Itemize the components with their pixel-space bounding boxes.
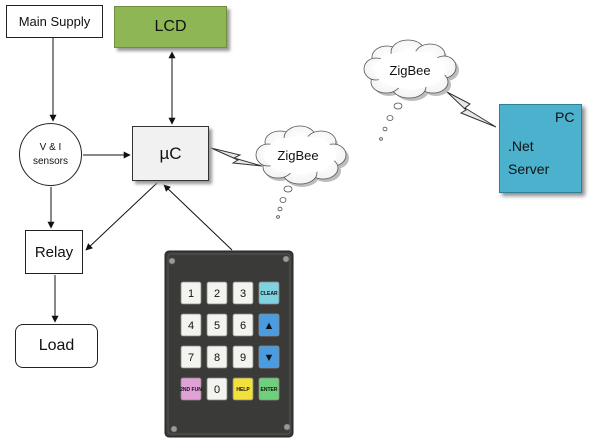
main-supply-block: Main Supply [6,5,103,38]
key-5-label: 5 [214,320,220,332]
key-1-label: 1 [188,288,194,300]
key-2[interactable]: 2 [206,281,228,305]
pc-label: PC [555,109,575,125]
lightning-bolt-icon [446,91,497,128]
key-down-label: ▼ [264,352,275,364]
keypad: 1 2 3 CLEAR 4 5 6 ▲ 7 8 9 ▼ 2ND FUN 0 HELP ENTER [164,250,294,438]
key-0-label: 0 [214,384,220,396]
key-2-label: 2 [214,288,220,300]
key-0[interactable]: 0 [206,377,228,401]
key-1[interactable]: 1 [180,281,202,305]
microcontroller-block: µC [132,126,209,181]
microcontroller-label: µC [159,143,182,163]
key-6-label: 6 [240,320,246,332]
key-8-label: 8 [214,352,220,364]
key-2nd-fun-label: 2ND FUN [180,387,202,393]
sensors-block: V & I sensors [19,123,82,186]
key-up-label: ▲ [264,320,275,332]
key-help-label: HELP [236,387,250,393]
key-7[interactable]: 7 [180,345,202,369]
key-8[interactable]: 8 [206,345,228,369]
zigbee-label-right: ZigBee [389,63,430,78]
lightning-bolt-icon [210,147,263,167]
key-5[interactable]: 5 [206,313,228,337]
key-3[interactable]: 3 [232,281,254,305]
sensors-label-line2: sensors [32,155,68,167]
load-label: Load [38,337,75,354]
zigbee-cloud-left: ZigBee [255,125,349,219]
key-7-label: 7 [188,352,194,364]
key-3-label: 3 [240,288,246,300]
key-4[interactable]: 4 [180,313,202,337]
lcd-block: LCD [114,6,227,48]
load-block: Load [15,324,98,368]
connectors [47,38,233,323]
relay-label: Relay [34,243,74,261]
key-down[interactable]: ▼ [258,345,280,369]
key-2nd-fun[interactable]: 2ND FUN [180,377,202,401]
key-enter-label: ENTER [261,387,278,393]
relay-block: Relay [25,230,83,274]
key-clear[interactable]: CLEAR [258,281,280,305]
key-9[interactable]: 9 [232,345,254,369]
pc-server-block: PC .Net Server [499,104,582,193]
server-label: Server [508,161,550,177]
key-up[interactable]: ▲ [258,313,280,337]
key-6[interactable]: 6 [232,313,254,337]
net-label: .Net [508,138,534,154]
key-4-label: 4 [188,320,194,332]
lcd-label: LCD [154,18,187,35]
sensors-label-line1: V & I [39,141,62,153]
zigbee-cloud-right: ZigBee [363,39,459,141]
arrow-uc-to-relay [85,182,158,251]
key-clear-label: CLEAR [260,291,278,297]
key-9-label: 9 [240,352,246,364]
key-help[interactable]: HELP [232,377,254,401]
main-supply-label: Main Supply [18,14,91,29]
key-enter[interactable]: ENTER [258,377,280,401]
arrow-keypad-to-uc [163,184,233,251]
zigbee-label-left: ZigBee [277,148,318,163]
